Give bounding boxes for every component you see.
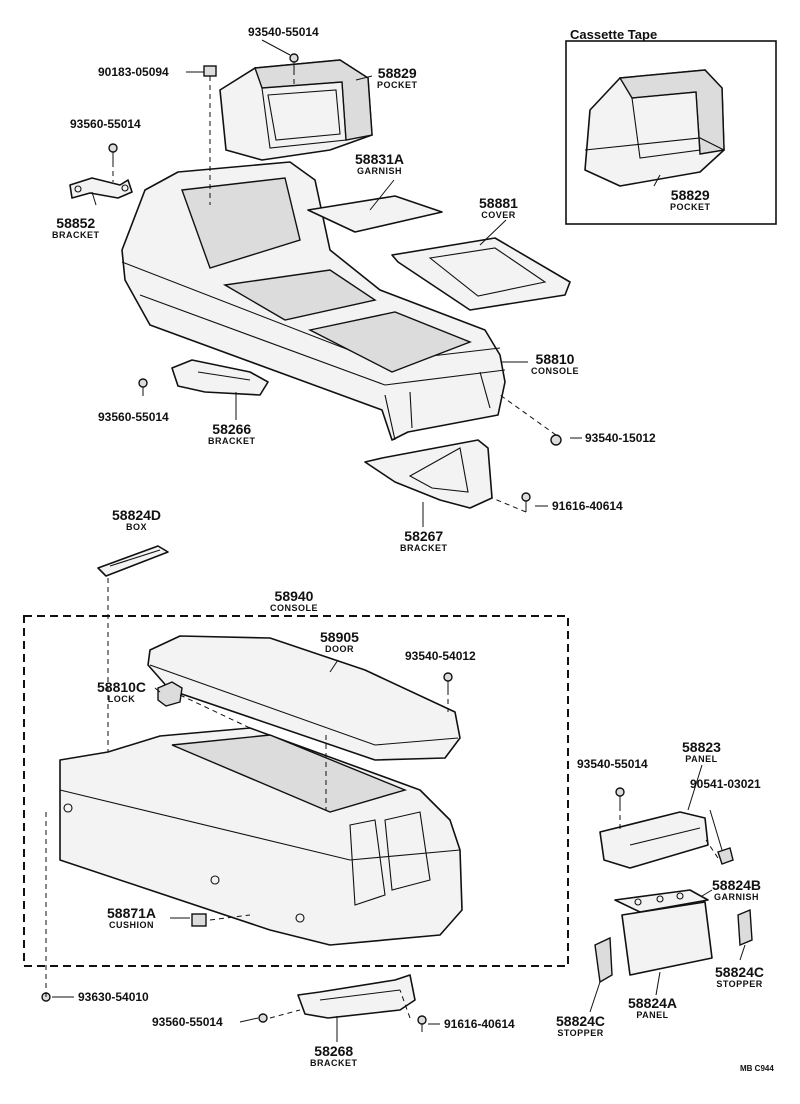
- fastener-code-10: 93630-54010: [78, 990, 149, 1004]
- door-58905-drawing: [147, 635, 461, 761]
- fastener-code-1: 93540-55014: [248, 25, 319, 39]
- page-mark: MB C944: [740, 1064, 774, 1073]
- bracket-58267-drawing: [364, 439, 493, 509]
- fastener-code-12: 91616-40614: [444, 1017, 515, 1031]
- fastener-code-4: 93560-55014: [98, 410, 169, 424]
- box-58824D-drawing: [97, 545, 169, 577]
- fastener-code-2: 90183-05094: [98, 65, 169, 79]
- bracket-58852-drawing: [69, 177, 133, 199]
- fastener-code-5: 93540-15012: [585, 431, 656, 445]
- fastener-code-9: 90541-03021: [690, 777, 761, 791]
- console-58940-frame: [23, 615, 569, 967]
- panel-58823-drawing: [599, 811, 709, 869]
- cassette-pocket-drawing: [584, 69, 725, 187]
- pocket-58829-drawing: [219, 59, 373, 161]
- fastener-code-11: 93560-55014: [152, 1015, 223, 1029]
- garnish-58831A-drawing: [307, 195, 443, 233]
- cassette-inset-title: Cassette Tape: [570, 27, 658, 42]
- console-58940-body-drawing: [59, 727, 463, 946]
- fastener-code-7: 93540-54012: [405, 649, 476, 663]
- stopper-58824C-right-drawing: [737, 908, 753, 947]
- garnish-58824B-drawing: [614, 889, 709, 913]
- lock-58810C-drawing: [157, 681, 183, 707]
- fastener-code-3: 93560-55014: [70, 117, 141, 131]
- cushion-58871A-drawing: [191, 913, 207, 927]
- leader-lines: [52, 39, 746, 1042]
- fastener-code-8: 93540-55014: [577, 757, 648, 771]
- panel-58824A-drawing: [621, 901, 713, 976]
- bracket-58266-drawing: [171, 359, 269, 396]
- stopper-58824C-left-drawing: [594, 936, 613, 984]
- dashed-assembly-lines: [45, 70, 719, 1019]
- console-58810-drawing: [121, 161, 506, 441]
- cassette-inset-frame: [565, 40, 777, 225]
- fastener-glyphs: [41, 53, 734, 1032]
- bracket-58268-drawing: [297, 974, 416, 1019]
- cover-58881-drawing: [391, 237, 571, 311]
- fastener-code-6: 91616-40614: [552, 499, 623, 513]
